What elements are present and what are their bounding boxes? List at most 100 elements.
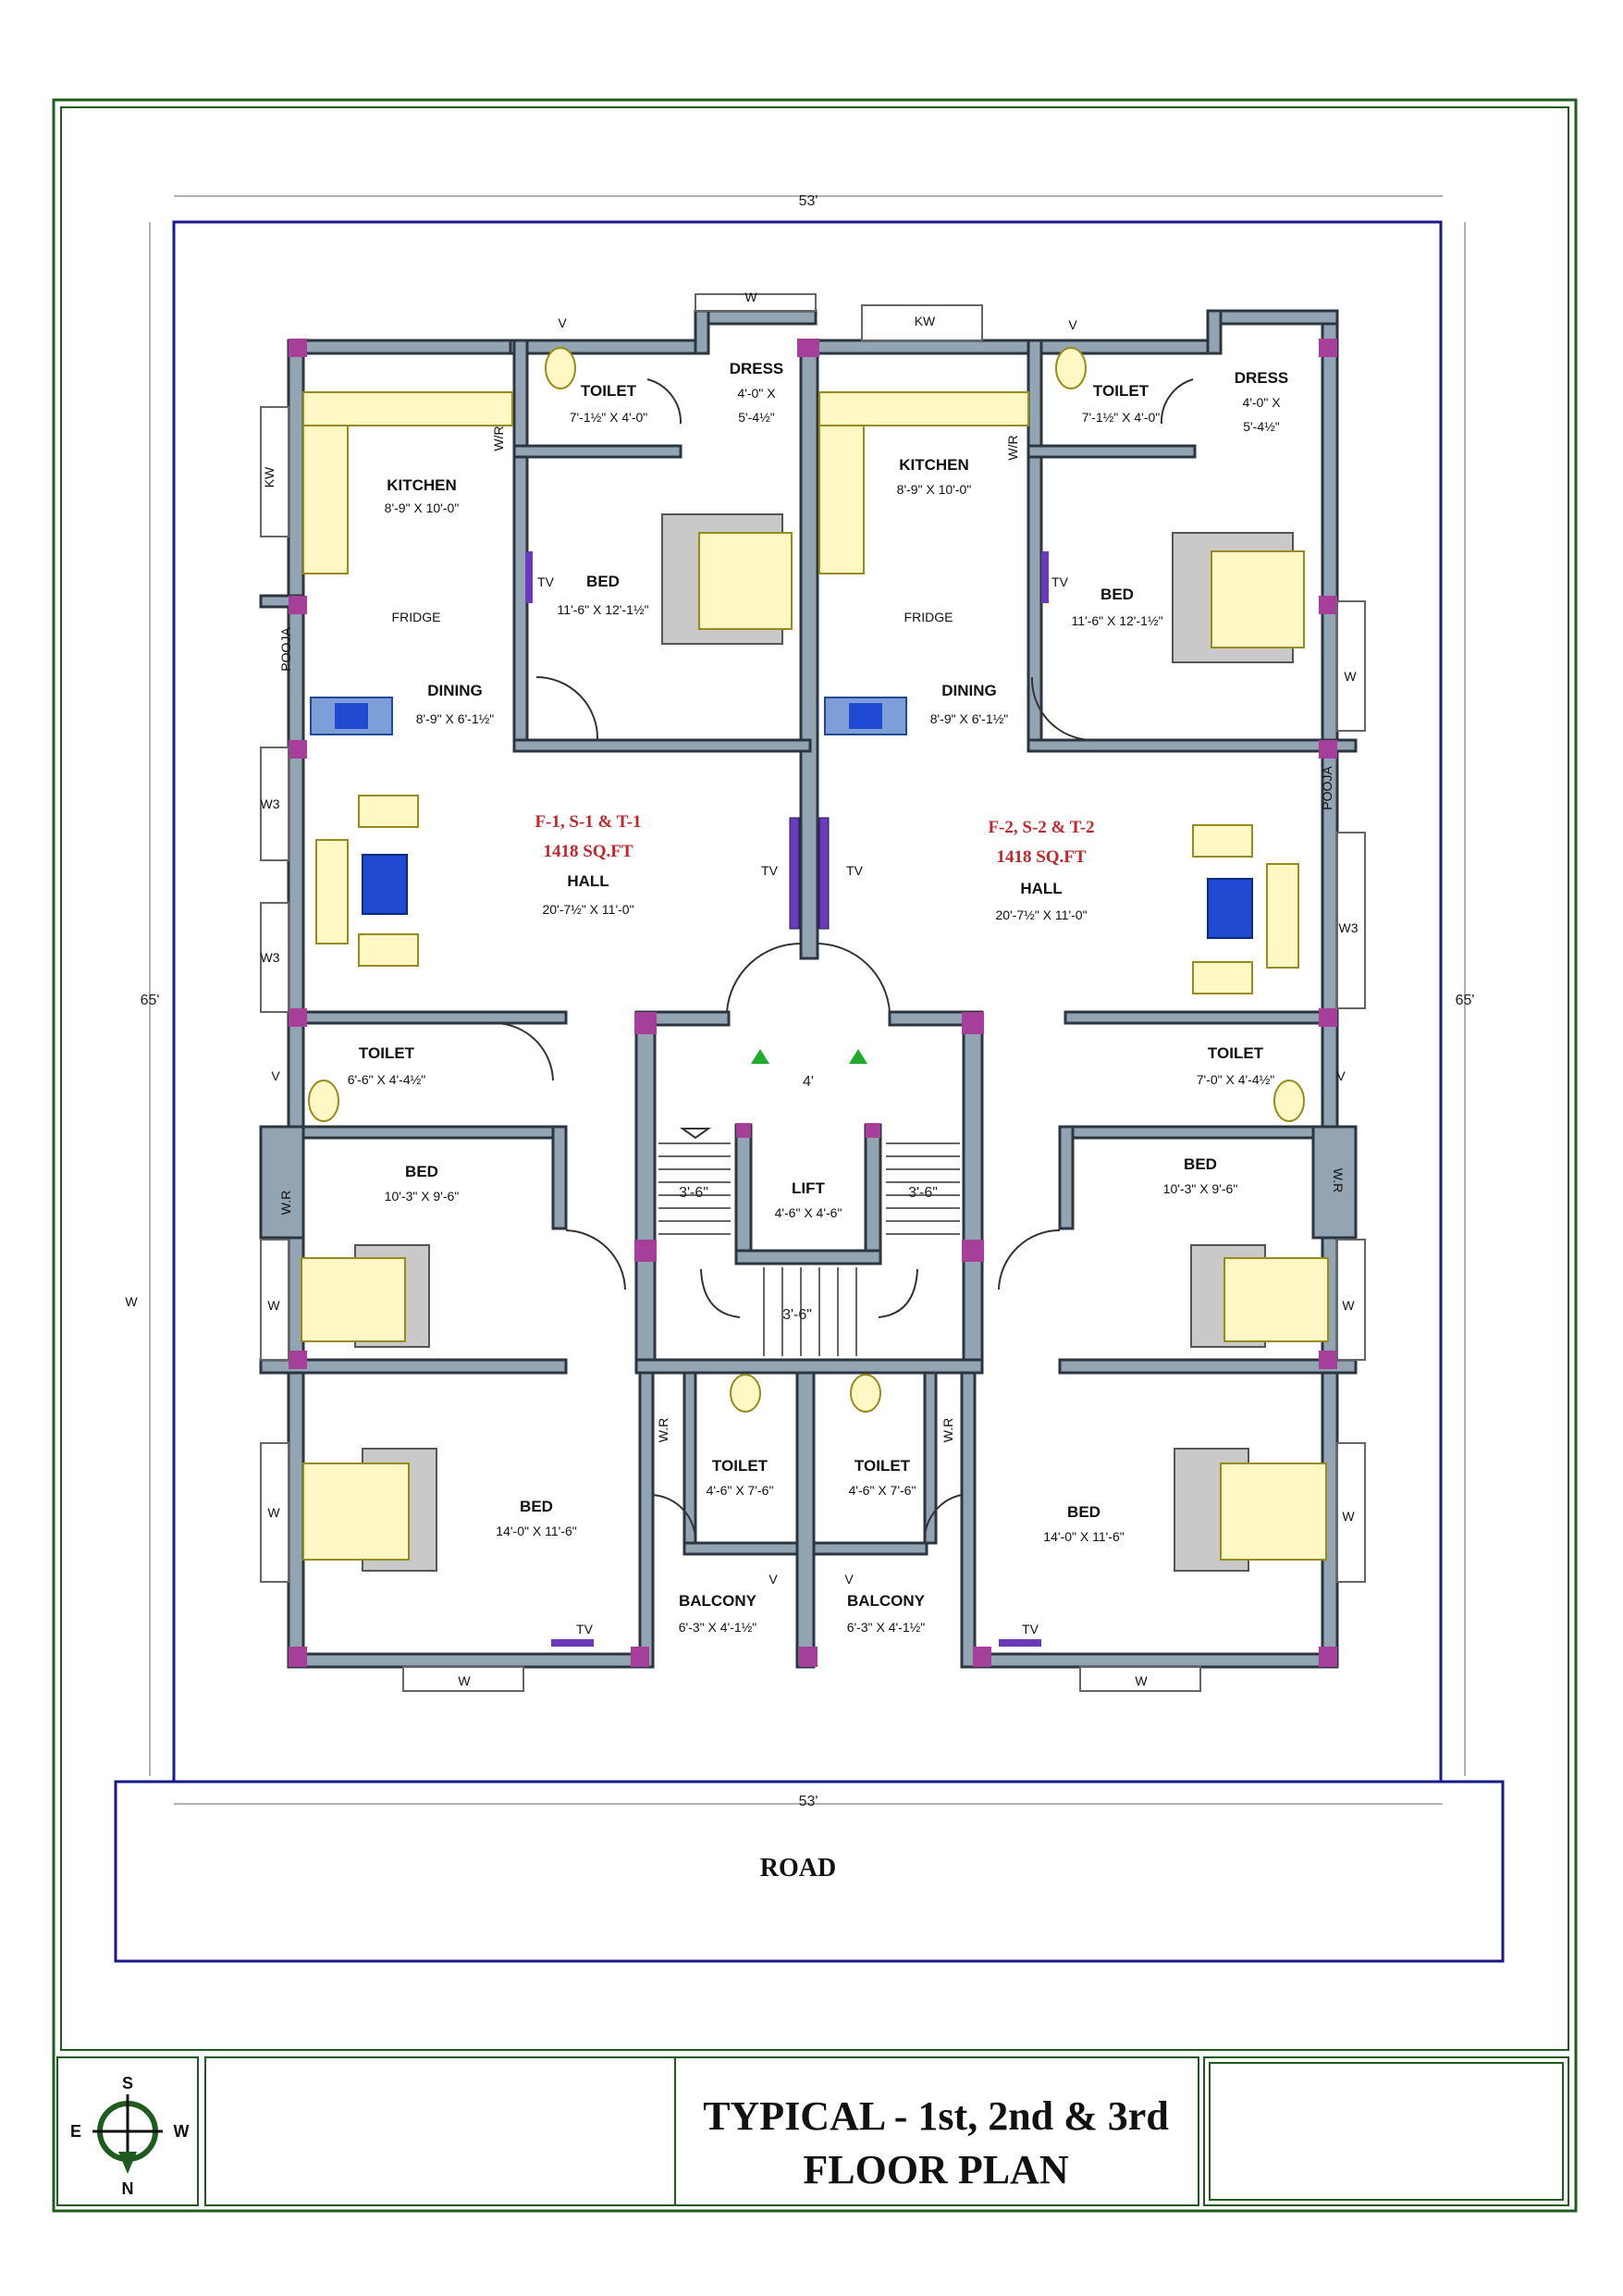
- stair-width-right: 3'-6": [908, 1185, 938, 1201]
- dress-left-size-2: 5'-4½": [738, 410, 775, 425]
- w3-tag-2: W3: [261, 950, 280, 965]
- vent-tag-6: V: [844, 1572, 854, 1586]
- compass-s: S: [122, 2074, 133, 2092]
- door-swings: [495, 378, 1194, 1544]
- flat-left-area: 1418 SQ.FT: [543, 842, 633, 861]
- sheet-outer-frame: [52, 98, 1578, 2213]
- window-tag-2: W: [1344, 669, 1357, 684]
- dining-left-name: DINING: [427, 682, 483, 699]
- vent-tag-5: V: [768, 1572, 778, 1586]
- columns: [289, 339, 1337, 1667]
- toilet-bottom-right-size: 4'-6" X 7'-6": [849, 1483, 916, 1498]
- lift-size: 4'-6" X 4'-6": [775, 1205, 842, 1220]
- bed-mid-left-size: 10'-3" X 9'-6": [385, 1189, 460, 1204]
- compass-e: E: [70, 2122, 81, 2141]
- pooja-tag-left: POOJA: [278, 627, 293, 672]
- bed-mid-left-name: BED: [405, 1163, 438, 1180]
- toilet-bottom-right-name: TOILET: [855, 1457, 911, 1475]
- window-tag-8: W: [1135, 1673, 1148, 1688]
- dim-left: 65': [141, 993, 160, 1008]
- wr-tag-4: W.R: [941, 1418, 955, 1442]
- bed-bottom-right-name: BED: [1067, 1503, 1100, 1521]
- toilet-top-left-size: 7'-1½" X 4'-0": [570, 410, 648, 425]
- toilet-mid-left-size: 6'-6" X 4'-4½": [348, 1072, 426, 1087]
- fridge-tag-right: FRIDGE: [904, 610, 953, 624]
- dress-left-name: DRESS: [730, 360, 784, 377]
- kitchen-left-size: 8'-9" X 10'-0": [385, 500, 460, 515]
- wr-tag-2: W.R: [1331, 1168, 1346, 1192]
- bed-mid-right-size: 10'-3" X 9'-6": [1163, 1181, 1238, 1196]
- kitchen-right-name: KITCHEN: [899, 456, 969, 474]
- hall-right-name: HALL: [1020, 880, 1062, 897]
- compass-n: N: [122, 2179, 134, 2198]
- kitchen-right-size: 8'-9" X 10'-0": [897, 482, 972, 497]
- dining-right-name: DINING: [941, 682, 997, 699]
- tv-units: [525, 551, 1049, 1647]
- plan-title-line-2: FLOOR PLAN: [803, 2147, 1068, 2192]
- stair-width-left: 3'-6": [679, 1185, 708, 1201]
- furniture: [301, 347, 1329, 1572]
- tv-tag-2: TV: [846, 863, 864, 878]
- lift-name: LIFT: [792, 1179, 825, 1197]
- bed-top-right-size: 11'-6" X 12'-1½": [1071, 613, 1162, 628]
- flat-right-area: 1418 SQ.FT: [996, 847, 1086, 867]
- bed-bottom-left-name: BED: [520, 1498, 553, 1515]
- toilet-mid-right-size: 7'-0" X 4'-4½": [1197, 1072, 1275, 1087]
- flat-left-name: F-1, S-1 & T-1: [535, 812, 641, 832]
- balcony-right-size: 6'-3" X 4'-1½": [847, 1620, 926, 1635]
- road-label: ROAD: [760, 1854, 836, 1882]
- dim-right: 65': [1456, 993, 1475, 1008]
- wr-small-tag-2: W/R: [1005, 435, 1020, 460]
- dress-right-name: DRESS: [1235, 369, 1289, 387]
- tv-tag-1: TV: [761, 863, 779, 878]
- kitchen-left-name: KITCHEN: [387, 476, 457, 494]
- dim-top: 53': [799, 193, 818, 209]
- balcony-left-size: 6'-3" X 4'-1½": [679, 1620, 757, 1635]
- balcony-left-name: BALCONY: [679, 1592, 757, 1610]
- dress-right-size-1: 4'-0" X: [1242, 395, 1281, 410]
- window-tag-5: W: [267, 1505, 280, 1520]
- window-tag-7: W: [458, 1673, 471, 1688]
- dress-left-size-1: 4'-0" X: [737, 386, 776, 401]
- wr-small-tag-1: W/R: [491, 426, 506, 451]
- fridge-tag-left: FRIDGE: [392, 610, 441, 624]
- window-tag-3: W: [267, 1298, 280, 1313]
- compass-w: W: [174, 2122, 190, 2141]
- compass-icon: [92, 2094, 163, 2174]
- balcony-right-name: BALCONY: [847, 1592, 926, 1610]
- bed-top-left-name: BED: [586, 573, 620, 590]
- wr-tag-1: W.R: [278, 1191, 293, 1215]
- windows: [260, 293, 1366, 1692]
- dress-right-size-2: 5'-4½": [1243, 419, 1280, 434]
- vent-tag-4: V: [1336, 1068, 1346, 1083]
- window-tag-6: W: [1342, 1509, 1355, 1524]
- title-block: [56, 2056, 1569, 2206]
- kw-tag-top: KW: [915, 314, 936, 328]
- bed-top-right-name: BED: [1100, 586, 1134, 603]
- toilet-top-right-size: 7'-1½" X 4'-0": [1082, 410, 1161, 425]
- vent-tag-3: V: [271, 1068, 280, 1083]
- dim-bottom: 53': [799, 1794, 818, 1809]
- toilet-bottom-left-name: TOILET: [712, 1457, 768, 1475]
- bed-bottom-left-size: 14'-0" X 11'-6": [496, 1524, 576, 1538]
- w3-tag-3: W3: [1339, 920, 1359, 935]
- sheet-inner-frame: [60, 106, 1569, 2051]
- bed-bottom-right-size: 14'-0" X 11'-6": [1043, 1529, 1124, 1544]
- w3-tag-1: W3: [261, 796, 280, 811]
- hall-left-size: 20'-7½" X 11'-0": [542, 902, 633, 917]
- plan-title-line-1: TYPICAL - 1st, 2nd & 3rd: [703, 2093, 1169, 2139]
- toilet-top-left-name: TOILET: [581, 382, 637, 400]
- stair-core: [658, 1049, 960, 1356]
- landing-dim: 4': [803, 1074, 814, 1090]
- kw-tag-left: KW: [262, 466, 277, 488]
- road-strip: [114, 1780, 1505, 1963]
- toilet-top-right-name: TOILET: [1093, 382, 1150, 400]
- tv-tag-3: TV: [537, 574, 555, 589]
- flat-right-name: F-2, S-2 & T-2: [988, 818, 1094, 837]
- toilet-bottom-left-size: 4'-6" X 7'-6": [707, 1483, 774, 1498]
- bed-mid-right-name: BED: [1184, 1155, 1217, 1173]
- tv-tag-4: TV: [1051, 574, 1069, 589]
- dining-right-size: 8'-9" X 6'-1½": [930, 711, 1009, 726]
- bed-top-left-size: 11'-6" X 12'-1½": [557, 602, 648, 617]
